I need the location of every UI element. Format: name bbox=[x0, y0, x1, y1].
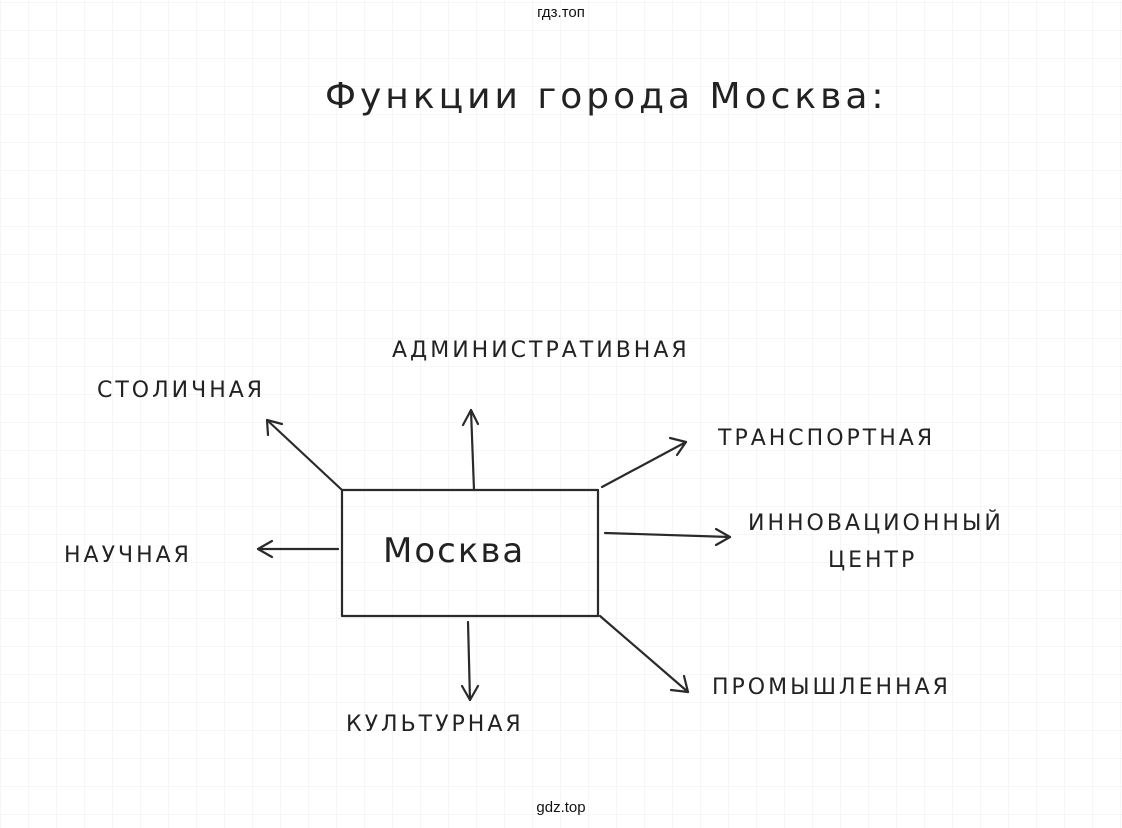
arrow-industrial bbox=[598, 614, 690, 694]
arrow-scientific bbox=[256, 539, 340, 559]
label-cultural: Культурная bbox=[346, 712, 524, 737]
label-innovation-line2: центр bbox=[828, 548, 918, 573]
label-transport: Транспортная bbox=[718, 426, 936, 451]
arrow-cultural bbox=[460, 620, 480, 702]
diagram-title: Функции города Москва: bbox=[325, 76, 888, 117]
center-box bbox=[340, 488, 600, 618]
label-industrial: Промышленная bbox=[712, 675, 951, 700]
center-label: Москва bbox=[383, 531, 526, 571]
label-scientific: Научная bbox=[64, 543, 192, 568]
label-innovation-line1: Инновационный bbox=[748, 511, 1004, 536]
arrow-administrative bbox=[461, 408, 480, 492]
watermark-bottom: gdz.top bbox=[536, 799, 586, 816]
label-capital: Столичная bbox=[97, 378, 266, 403]
watermark-top: гдз.топ bbox=[537, 4, 585, 21]
arrow-innovation bbox=[603, 527, 732, 547]
arrow-capital bbox=[265, 418, 344, 492]
arrow-transport bbox=[600, 436, 688, 489]
label-administrative: Административная bbox=[392, 338, 690, 363]
